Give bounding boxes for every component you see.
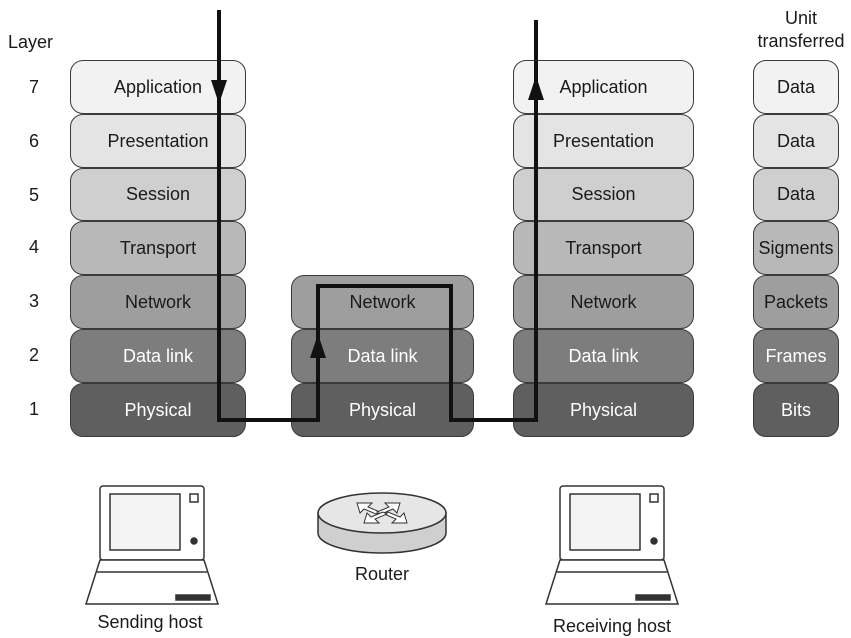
- layer-header: Layer: [8, 32, 54, 52]
- unit-layer-1: Bits: [753, 383, 839, 437]
- router-label: Router: [354, 564, 410, 584]
- unit-header-line2: transferred: [757, 31, 845, 51]
- receiving-host-label: Receiving host: [552, 616, 672, 636]
- sending-layer-data-link: Data link: [70, 329, 246, 383]
- sending-layer-presentation: Presentation: [70, 114, 246, 168]
- up-arrow-icon: [528, 76, 544, 100]
- unit-layer-2: Frames: [753, 329, 839, 383]
- router-icon: [317, 492, 447, 554]
- receiving-layer-transport: Transport: [513, 221, 694, 275]
- unit-layer-5: Data: [753, 168, 839, 221]
- receiving-layer-network: Network: [513, 275, 694, 329]
- router-layer-data-link: Data link: [291, 329, 474, 383]
- router-layer-physical: Physical: [291, 383, 474, 437]
- unit-header-line1: Unit: [784, 8, 817, 28]
- receiving-layer-application: Application: [513, 60, 694, 114]
- sending-layer-transport: Transport: [70, 221, 246, 275]
- sending-host-label: Sending host: [97, 612, 203, 632]
- layer-number-3: 3: [28, 291, 39, 311]
- sending-layer-physical: Physical: [70, 383, 246, 437]
- sending-host-laptop-icon: [84, 485, 220, 605]
- receiving-host-laptop-icon: [544, 485, 680, 605]
- unit-layer-3: Packets: [753, 275, 839, 329]
- down-arrow-icon: [211, 80, 227, 104]
- layer-number-7: 7: [28, 77, 39, 97]
- layer-number-2: 2: [28, 345, 39, 365]
- data-path-line: [217, 10, 538, 422]
- unit-layer-6: Data: [753, 114, 839, 168]
- receiving-layer-session: Session: [513, 168, 694, 221]
- layer-number-6: 6: [28, 131, 39, 151]
- unit-layer-7: Data: [753, 60, 839, 114]
- receiving-layer-data-link: Data link: [513, 329, 694, 383]
- receiving-layer-presentation: Presentation: [513, 114, 694, 168]
- up-arrow-icon: [310, 334, 326, 358]
- receiving-layer-physical: Physical: [513, 383, 694, 437]
- layer-number-1: 1: [28, 399, 39, 419]
- layer-number-4: 4: [28, 237, 39, 257]
- layer-number-5: 5: [28, 185, 39, 205]
- sending-layer-network: Network: [70, 275, 246, 329]
- unit-layer-4: Sigments: [753, 221, 839, 275]
- sending-layer-session: Session: [70, 168, 246, 221]
- data-path: [211, 10, 544, 422]
